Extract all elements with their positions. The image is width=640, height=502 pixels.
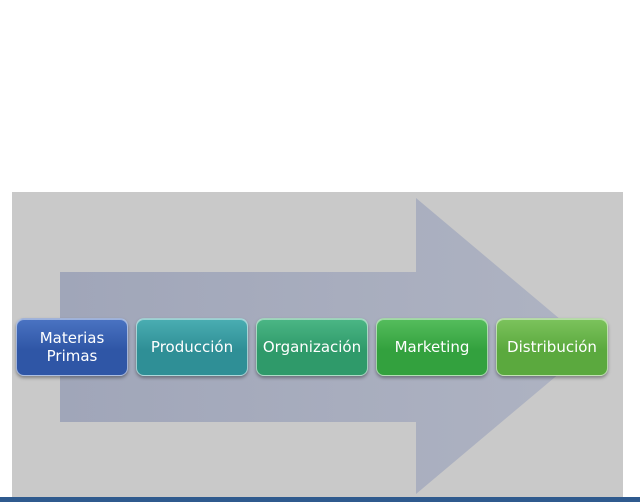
bottom-bar bbox=[0, 497, 640, 502]
step-distribucion: Distribución bbox=[496, 318, 608, 376]
step-produccion: Producción bbox=[136, 318, 248, 376]
step-label: Organización bbox=[262, 338, 362, 356]
step-organizacion: Organización bbox=[256, 318, 368, 376]
step-label: Materias Primas bbox=[39, 329, 105, 365]
step-label: Producción bbox=[150, 338, 234, 356]
step-label: Distribución bbox=[507, 338, 597, 356]
step-label: Marketing bbox=[394, 338, 470, 356]
step-marketing: Marketing bbox=[376, 318, 488, 376]
step-materias-primas: Materias Primas bbox=[16, 318, 128, 376]
